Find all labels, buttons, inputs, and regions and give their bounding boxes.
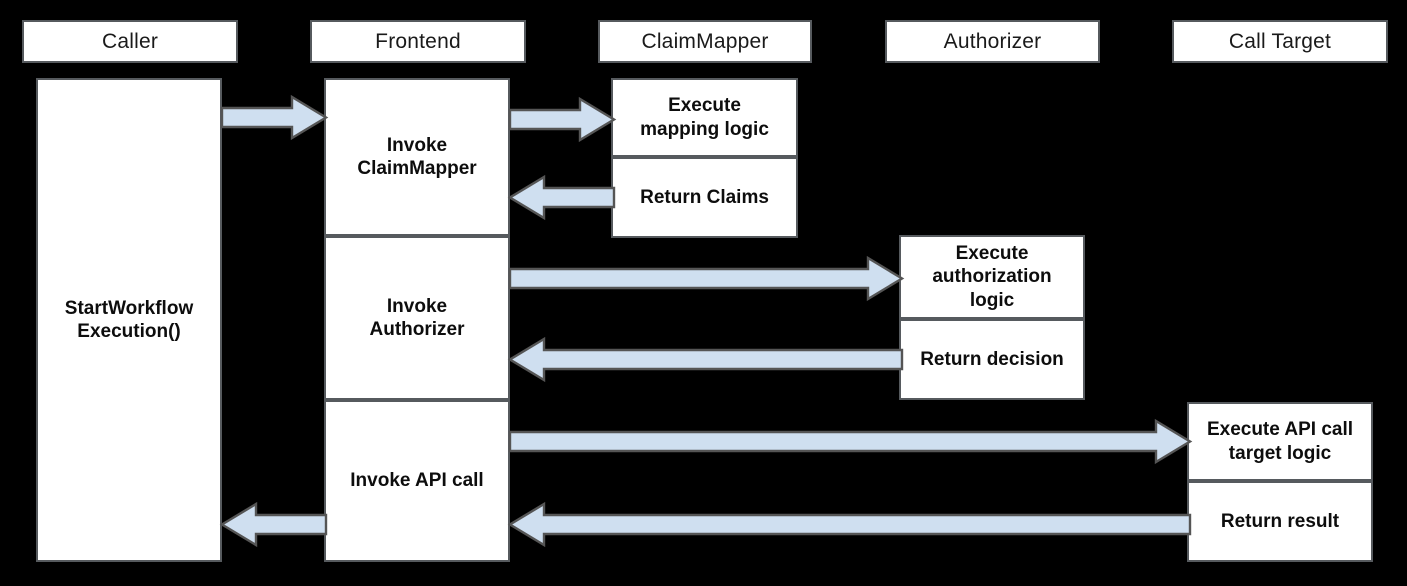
message-arrow-authorizer-to-frontend bbox=[507, 336, 904, 383]
lifeline-header-caller: Caller bbox=[22, 20, 238, 63]
lifeline-header-frontend: Frontend bbox=[310, 20, 526, 63]
lifeline-header-claimmapper: ClaimMapper bbox=[598, 20, 812, 63]
message-arrow-frontend-to-claimmapper bbox=[508, 96, 617, 143]
lifeline-header-claimmapper-label: ClaimMapper bbox=[641, 29, 769, 53]
activation-authorizer-execute-authorization-logic-label: Execute authorization logic bbox=[932, 243, 1052, 311]
activation-calltarget-execute-api-call-target-logic: Execute API call target logic bbox=[1187, 402, 1373, 481]
activation-claimmapper-return-claims: Return Claims bbox=[611, 157, 798, 238]
activation-frontend-invoke-authorizer: Invoke Authorizer bbox=[324, 236, 510, 400]
activation-claimmapper-execute-mapping-logic-label: Execute mapping logic bbox=[640, 95, 769, 140]
lifeline-header-calltarget: Call Target bbox=[1172, 20, 1388, 63]
activation-frontend-invoke-claimmapper: Invoke ClaimMapper bbox=[324, 78, 510, 236]
activation-frontend-invoke-api-call: Invoke API call bbox=[324, 400, 510, 562]
activation-frontend-invoke-api-call-label: Invoke API call bbox=[350, 470, 484, 492]
activation-calltarget-return-result-label: Return result bbox=[1220, 510, 1340, 532]
message-arrow-frontend-to-caller bbox=[219, 501, 328, 548]
message-arrow-frontend-to-authorizer bbox=[508, 255, 905, 302]
activation-calltarget-execute-api-call-target-logic-label: Execute API call target logic bbox=[1206, 419, 1354, 464]
lifeline-header-authorizer-label: Authorizer bbox=[943, 29, 1042, 53]
lifeline-header-calltarget-label: Call Target bbox=[1228, 29, 1332, 53]
activation-authorizer-return-decision-label: Return decision bbox=[920, 348, 1064, 370]
message-arrow-caller-to-frontend bbox=[220, 94, 329, 141]
lifeline-header-frontend-label: Frontend bbox=[375, 29, 461, 53]
activation-caller-startworkflow: StartWorkflow Execution() bbox=[36, 78, 222, 562]
activation-calltarget-return-result: Return result bbox=[1187, 481, 1373, 562]
activation-frontend-invoke-authorizer-label: Invoke Authorizer bbox=[369, 295, 465, 340]
message-arrow-claimmapper-to-frontend bbox=[507, 174, 616, 221]
activation-caller-startworkflow-label: StartWorkflow Execution() bbox=[64, 297, 194, 342]
message-arrow-frontend-to-calltarget bbox=[508, 418, 1193, 465]
message-arrow-calltarget-to-frontend bbox=[507, 501, 1192, 548]
activation-authorizer-return-decision: Return decision bbox=[899, 319, 1085, 400]
lifeline-header-caller-label: Caller bbox=[101, 29, 159, 53]
activation-frontend-invoke-claimmapper-label: Invoke ClaimMapper bbox=[357, 134, 477, 179]
activation-claimmapper-execute-mapping-logic: Execute mapping logic bbox=[611, 78, 798, 157]
activation-claimmapper-return-claims-label: Return Claims bbox=[640, 186, 769, 208]
lifeline-header-authorizer: Authorizer bbox=[885, 20, 1100, 63]
activation-authorizer-execute-authorization-logic: Execute authorization logic bbox=[899, 235, 1085, 319]
